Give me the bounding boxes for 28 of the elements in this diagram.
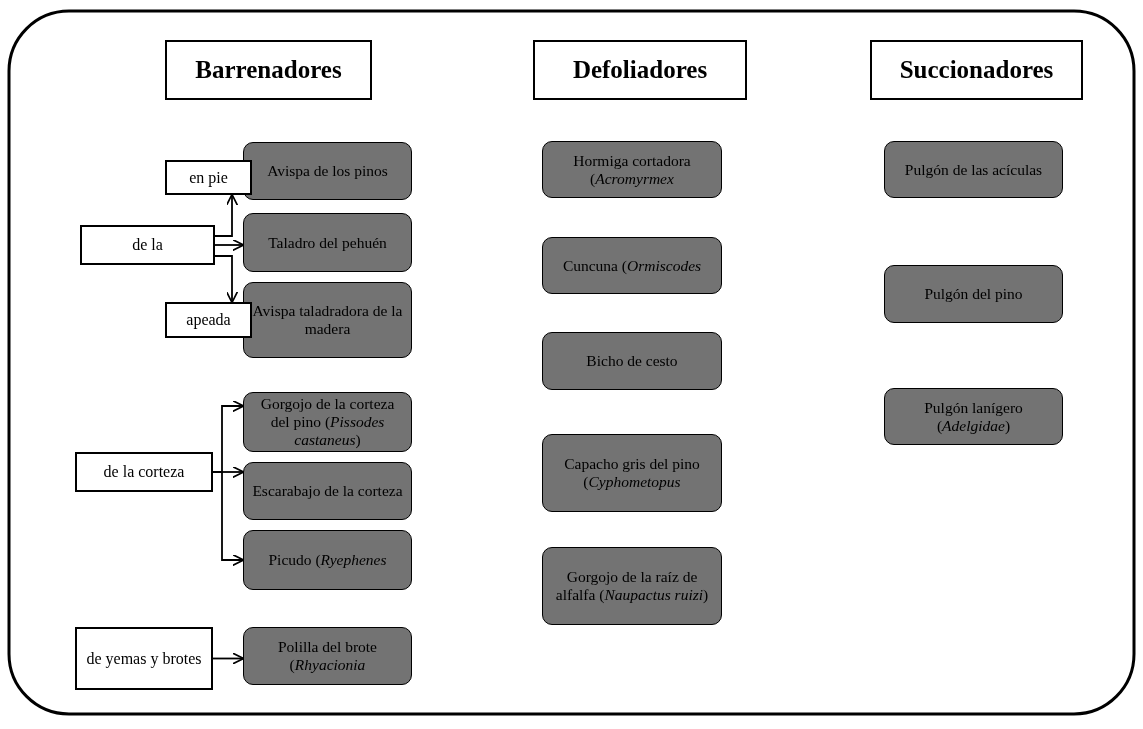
category-heading: Barrenadores [165,40,372,100]
arrow [212,471,245,567]
subcategory-box: de la corteza [75,452,213,492]
pest-box: Cuncuna (Ormiscodes [542,237,722,294]
pest-box: Gorgojo de la raíz de alfalfa (Naupactus ruizi) [542,547,722,625]
pest-box: Pulgón de las acículas [884,141,1063,198]
pest-box: Avispa de los pinos [243,142,412,200]
category-heading: Succionadores [870,40,1083,100]
pest-box: Polilla del brote (Rhyacionia [243,627,412,685]
arrow [214,238,245,252]
arrow [214,193,239,237]
pest-box: Pulgón del pino [884,265,1063,323]
category-heading: Defoliadores [533,40,747,100]
subcategory-box: en pie [165,160,252,195]
pest-box: Pulgón lanígero (Adelgidae) [884,388,1063,445]
pest-box: Avispa taladradora de la madera [243,282,412,358]
arrow [214,255,239,304]
subcategory-box: apeada [165,302,252,338]
arrow [212,652,245,665]
pest-box: Bicho de cesto [542,332,722,390]
pest-box: Hormiga cortadora (Acromyrmex [542,141,722,198]
pest-box: Picudo (Ryephenes [243,530,412,590]
subcategory-box: de la [80,225,215,265]
pest-box: Taladro del pehuén [243,213,412,272]
pest-box: Capacho gris del pino (Cyphometopus [542,434,722,512]
pest-box: Escarabajo de la corteza [243,462,412,520]
pest-box: Gorgojo de la corteza del pino (Pissodes castaneus) [243,392,412,452]
subcategory-box: de yemas y brotes [75,627,213,690]
